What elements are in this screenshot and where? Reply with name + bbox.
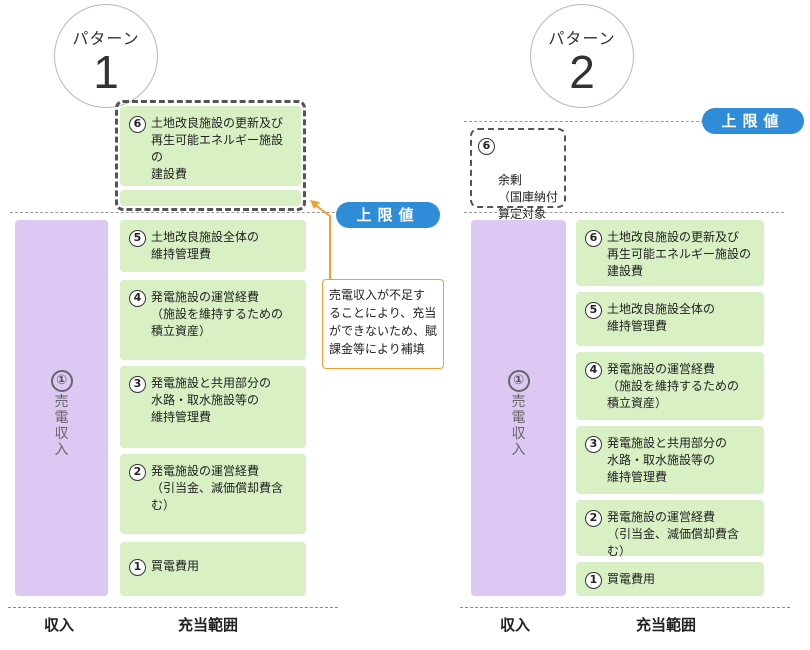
pattern-1-item-1-number: 1: [129, 559, 146, 576]
pattern-2-item-3-number: 3: [585, 436, 602, 453]
pattern-2-item-1: 1 買電費用: [576, 562, 764, 596]
pattern-1-revenue-label: 売電収入: [54, 394, 69, 458]
pattern-2-item-3-label: 発電施設と共用部分の 水路・取水施設等の 維持管理費: [607, 436, 728, 484]
pattern-1-item-5-number: 5: [129, 230, 146, 247]
pattern-2-item-6: 6 土地改良施設の更新及び 再生可能エネルギー施設の 建設費: [576, 220, 764, 286]
pattern-2-item-2-label: 発電施設の運営経費 （引当金、減価償却費含む）: [607, 510, 740, 558]
pattern-1-shortfall-note: 売電収入が不足す ることにより、充当 ができないため、賦 課金等により補填: [322, 279, 444, 369]
pattern-2-item-2: 2 発電施設の運営経費 （引当金、減価償却費含む）: [576, 500, 764, 558]
pattern-2-item-4-label: 発電施設の運営経費 （施設を維持するための 積立資産）: [607, 362, 740, 410]
pattern-1-item-2-label: 発電施設の運営経費 （引当金、減価償却費含む）: [151, 464, 284, 512]
pattern-2-badge: パターン 2: [530, 4, 634, 108]
pattern-1-item-4: 4 発電施設の運営経費 （施設を維持するための 積立資産）: [120, 280, 306, 360]
pattern-1-revenue-bar: ① 売電収入: [15, 220, 108, 596]
pattern-2-revenue-label: 売電収入: [511, 394, 526, 458]
pattern-1-item-4-number: 4: [129, 290, 146, 307]
pattern-1-item-4-label: 発電施設の運営経費 （施設を維持するための 積立資産）: [151, 290, 284, 338]
pattern-1-item-2: 2 発電施設の運営経費 （引当金、減価償却費含む）: [120, 454, 306, 534]
pattern-1-item-6: 6 土地改良施設の更新及び 再生可能エネルギー施設の 建設費: [120, 106, 301, 186]
pattern-1-upper-limit-badge: 上限値: [336, 202, 440, 228]
pattern-1-item-1-label: 買電費用: [151, 559, 200, 573]
pattern-1-upper-limit-line: [10, 212, 340, 213]
pattern-2-item-5: 5 土地改良施設全体の 維持管理費: [576, 292, 764, 346]
pattern-2-label: パターン: [548, 29, 616, 48]
pattern-2-item-4: 4 発電施設の運営経費 （施設を維持するための 積立資産）: [576, 352, 764, 420]
pattern-1-over-limit-frame: [115, 100, 306, 211]
pattern-1-item-6-label: 土地改良施設の更新及び 再生可能エネルギー施設の 建設費: [151, 116, 284, 181]
pattern-2-item-4-number: 4: [585, 362, 602, 379]
pattern-2-item-6-label: 土地改良施設の更新及び 再生可能エネルギー施設の 建設費: [607, 230, 752, 278]
pattern-1-note-arrow: [310, 200, 331, 279]
pattern-1-item-5-label: 土地改良施設全体の 維持管理費: [151, 230, 260, 261]
pattern-2-number: 2: [569, 46, 595, 98]
pattern-1-item-3-number: 3: [129, 376, 146, 393]
pattern-1-number: 1: [93, 46, 119, 98]
pattern-2-revenue-top-line: [464, 212, 784, 213]
pattern-2-item-1-number: 1: [585, 572, 602, 589]
pattern-1-item-3-label: 発電施設と共用部分の 水路・取水施設等の 維持管理費: [151, 376, 272, 424]
pattern-2-surplus-number: 6: [478, 138, 495, 155]
pattern-2-item-5-number: 5: [585, 302, 602, 319]
pattern-1-range-label: 充当範囲: [178, 616, 239, 634]
pattern-1-badge: パターン 1: [54, 4, 158, 108]
pattern-1-revenue-number: ①: [50, 370, 73, 392]
pattern-1-item-2-number: 2: [129, 464, 146, 481]
pattern-1-income-label: 収入: [44, 616, 75, 634]
pattern-2-revenue-number: ①: [507, 370, 530, 392]
pattern-1-baseline: [8, 607, 338, 608]
pattern-2-item-2-number: 2: [585, 510, 602, 527]
pattern-2-upper-limit-badge: 上限値: [702, 108, 804, 134]
pattern-2-surplus-box: 6 余剰 （国庫納付 算定対象額）: [470, 128, 566, 238]
pattern-1-item-1: 1 買電費用: [120, 542, 306, 596]
pattern-1-item-6-number: 6: [129, 116, 146, 133]
pattern-1-item-6-lower: [120, 190, 301, 206]
pattern-1-label: パターン: [72, 29, 140, 48]
pattern-2-item-5-label: 土地改良施設全体の 維持管理費: [607, 302, 716, 333]
pattern-2-upper-limit-line: [464, 121, 704, 122]
pattern-2-item-3: 3 発電施設と共用部分の 水路・取水施設等の 維持管理費: [576, 426, 764, 494]
pattern-2-revenue-bar: ① 売電収入: [471, 220, 566, 596]
pattern-1-item-5: 5 土地改良施設全体の 維持管理費: [120, 220, 306, 272]
pattern-2-range-label: 充当範囲: [636, 616, 697, 634]
pattern-2-item-6-number: 6: [585, 230, 602, 247]
pattern-2-baseline: [460, 607, 790, 608]
pattern-1-item-3: 3 発電施設と共用部分の 水路・取水施設等の 維持管理費: [120, 366, 306, 448]
pattern-2-income-label: 収入: [500, 616, 531, 634]
pattern-2-item-1-label: 買電費用: [607, 572, 656, 586]
